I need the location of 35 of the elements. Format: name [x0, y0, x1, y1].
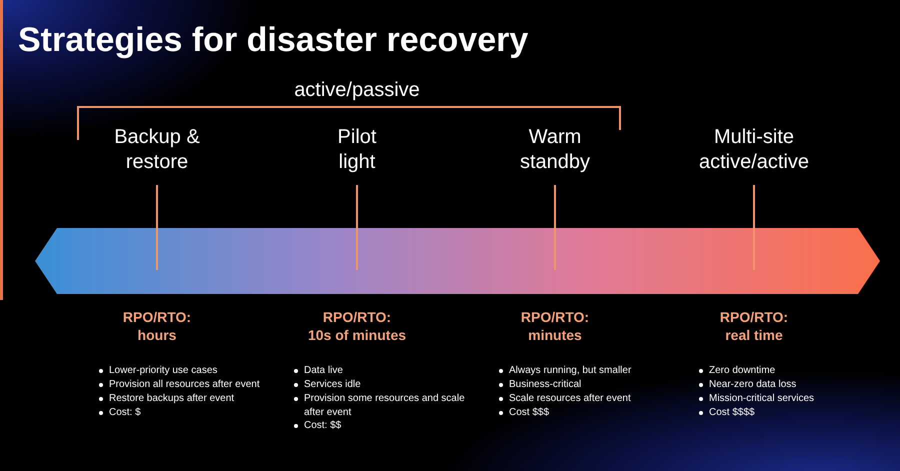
bullet-item: Mission-critical services	[709, 392, 816, 406]
leader-line	[554, 185, 556, 270]
group-label: active/passive	[293, 78, 421, 102]
bullet-item: Lower-priority use cases	[109, 364, 218, 378]
bullet-item: Cost $$$	[509, 406, 550, 420]
bullet-item: Near-zero data loss	[709, 378, 798, 392]
gradient-scale-bar	[35, 228, 880, 294]
metric-label: RPO/RTO:	[718, 309, 790, 325]
metric-value: 10s of minutes	[306, 327, 408, 343]
bullet-item: Restore backups after event	[109, 392, 236, 406]
strategy-name: Warm standby	[518, 125, 592, 175]
bullet-item: Cost $$$$	[709, 406, 756, 420]
bullet-item: Provision some resources and scale after event	[304, 392, 466, 419]
bullet-item: Always running, but smaller	[509, 364, 632, 378]
bullet-item: Zero downtime	[709, 364, 776, 378]
metric-label: RPO/RTO:	[122, 309, 192, 325]
metric-value: real time	[724, 327, 784, 343]
strategy-name: Pilot light	[336, 125, 378, 175]
bullet-item: Services idle	[304, 378, 362, 392]
metric-label: RPO/RTO:	[520, 309, 590, 325]
bullet-item: Scale resources after event	[509, 392, 632, 406]
bullet-item: Data live	[304, 364, 344, 378]
title: Strategies for disaster recovery	[18, 20, 528, 61]
leader-line	[356, 185, 358, 270]
bullet-item: Business-critical	[509, 378, 582, 392]
bullet-item: Provision all resources after event	[109, 378, 261, 392]
strategy-name: Multi-site active/active	[698, 125, 810, 175]
metric-value: hours	[136, 327, 178, 343]
leader-line	[753, 185, 755, 270]
metric-value: minutes	[527, 327, 583, 343]
bullet-item: Cost: $	[109, 406, 142, 420]
metric-label: RPO/RTO:	[322, 309, 392, 325]
leader-line	[156, 185, 158, 270]
bullet-item: Cost: $$	[304, 419, 342, 432]
strategy-name: Backup & restore	[113, 125, 201, 175]
